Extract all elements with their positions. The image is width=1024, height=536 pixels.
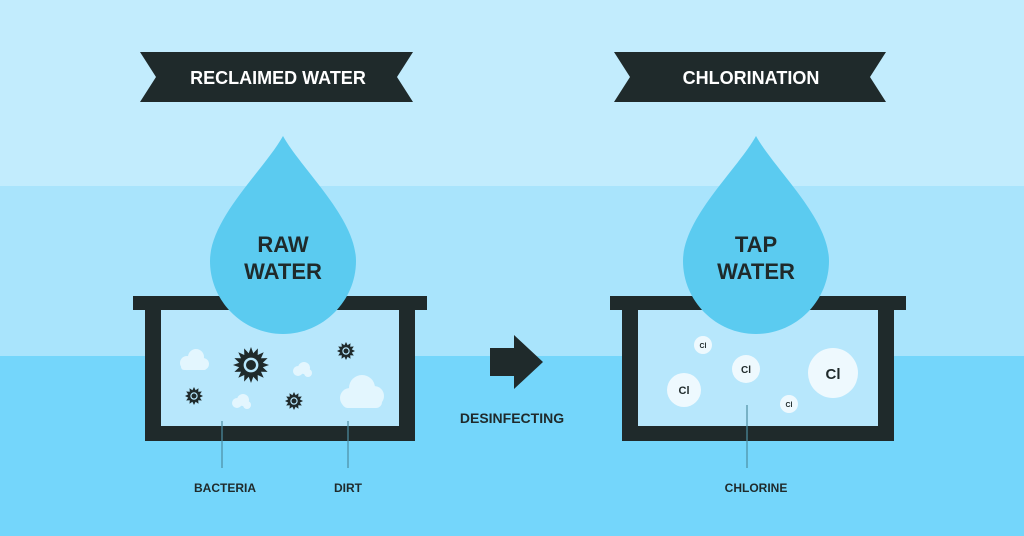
process-label: DESINFECTING (460, 410, 564, 426)
right-panel: CHLORINATION Cl Cl Cl Cl Cl (610, 52, 906, 495)
germ-icon (285, 392, 303, 410)
right-banner-ribbon (614, 52, 886, 102)
svg-text:Cl: Cl (679, 385, 690, 397)
right-drop-line2: WATER (717, 259, 795, 284)
right-banner-label: CHLORINATION (683, 68, 820, 88)
svg-text:Cl: Cl (786, 402, 793, 409)
water-drop-icon: RAW WATER (210, 136, 356, 334)
chlorine-bubble-icon: Cl (667, 373, 701, 407)
arrow-right-icon (490, 335, 543, 389)
cloud-icon (232, 394, 251, 409)
chlorine-bubble-icon: Cl (732, 355, 760, 383)
process-step: DESINFECTING (460, 335, 564, 426)
svg-text:Cl: Cl (826, 366, 841, 383)
germ-icon (233, 347, 269, 383)
left-drop-line2: WATER (244, 259, 322, 284)
right-drop-line1: TAP (735, 232, 777, 257)
chlorine-bubble-icon: Cl (780, 395, 798, 413)
chlorine-bubble-icon: Cl (808, 348, 858, 398)
germ-icon (185, 387, 203, 405)
cloud-icon (340, 375, 384, 408)
cloud-icon (293, 362, 312, 377)
bacteria-label: BACTERIA (194, 481, 256, 495)
dirt-label: DIRT (334, 481, 363, 495)
chlorine-label: CHLORINE (725, 481, 788, 495)
water-drop-icon: TAP WATER (683, 136, 829, 334)
svg-text:Cl: Cl (741, 365, 751, 376)
chlorine-bubble-icon: Cl (694, 336, 712, 354)
left-drop-line1: RAW (257, 232, 309, 257)
left-banner-ribbon (140, 52, 413, 102)
left-panel: RECLAIMED WATER RAW (133, 52, 427, 495)
germ-icon (337, 342, 355, 360)
svg-text:Cl: Cl (700, 343, 707, 350)
left-banner-label: RECLAIMED WATER (190, 68, 366, 88)
cloud-icon (180, 349, 209, 370)
